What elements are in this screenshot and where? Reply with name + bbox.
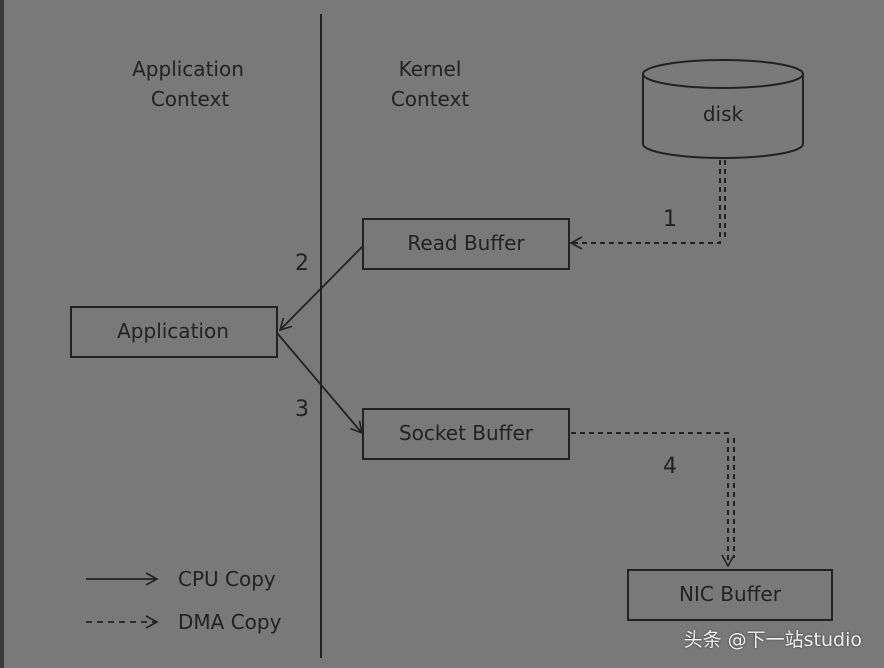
cpu-arrow-read-buffer-to-application (278, 245, 364, 332)
disk-label: disk (703, 102, 744, 126)
dma-arrow-socket-buffer-to-nic-buffer (571, 432, 735, 568)
legend-dma-label: DMA Copy (178, 610, 282, 634)
application-context-header-line1: Application (132, 57, 244, 81)
step-1-label: 1 (663, 207, 677, 232)
watermark-text: 头条 @下一站studio (683, 629, 862, 651)
kernel-context-header-line2: Context (391, 87, 470, 111)
step-2-label: 2 (295, 251, 309, 276)
dma-arrow-disk-to-read-buffer (569, 160, 721, 250)
nic-buffer-label: NIC Buffer (679, 582, 782, 606)
application-box (70, 306, 278, 358)
application-context-header-line2: Context (151, 87, 230, 111)
nic-buffer-box (627, 569, 833, 621)
read-buffer-box (362, 218, 570, 270)
application-label: Application (117, 319, 229, 343)
cpu-arrow-application-to-socket-buffer (276, 332, 364, 435)
read-buffer-label: Read Buffer (407, 231, 525, 255)
socket-buffer-label: Socket Buffer (399, 421, 534, 445)
kernel-context-header-line1: Kernel (399, 57, 462, 81)
disk-cylinder (642, 59, 804, 159)
legend-cpu-label: CPU Copy (178, 567, 276, 591)
step-3-label: 3 (295, 397, 309, 422)
step-4-label: 4 (663, 454, 677, 479)
